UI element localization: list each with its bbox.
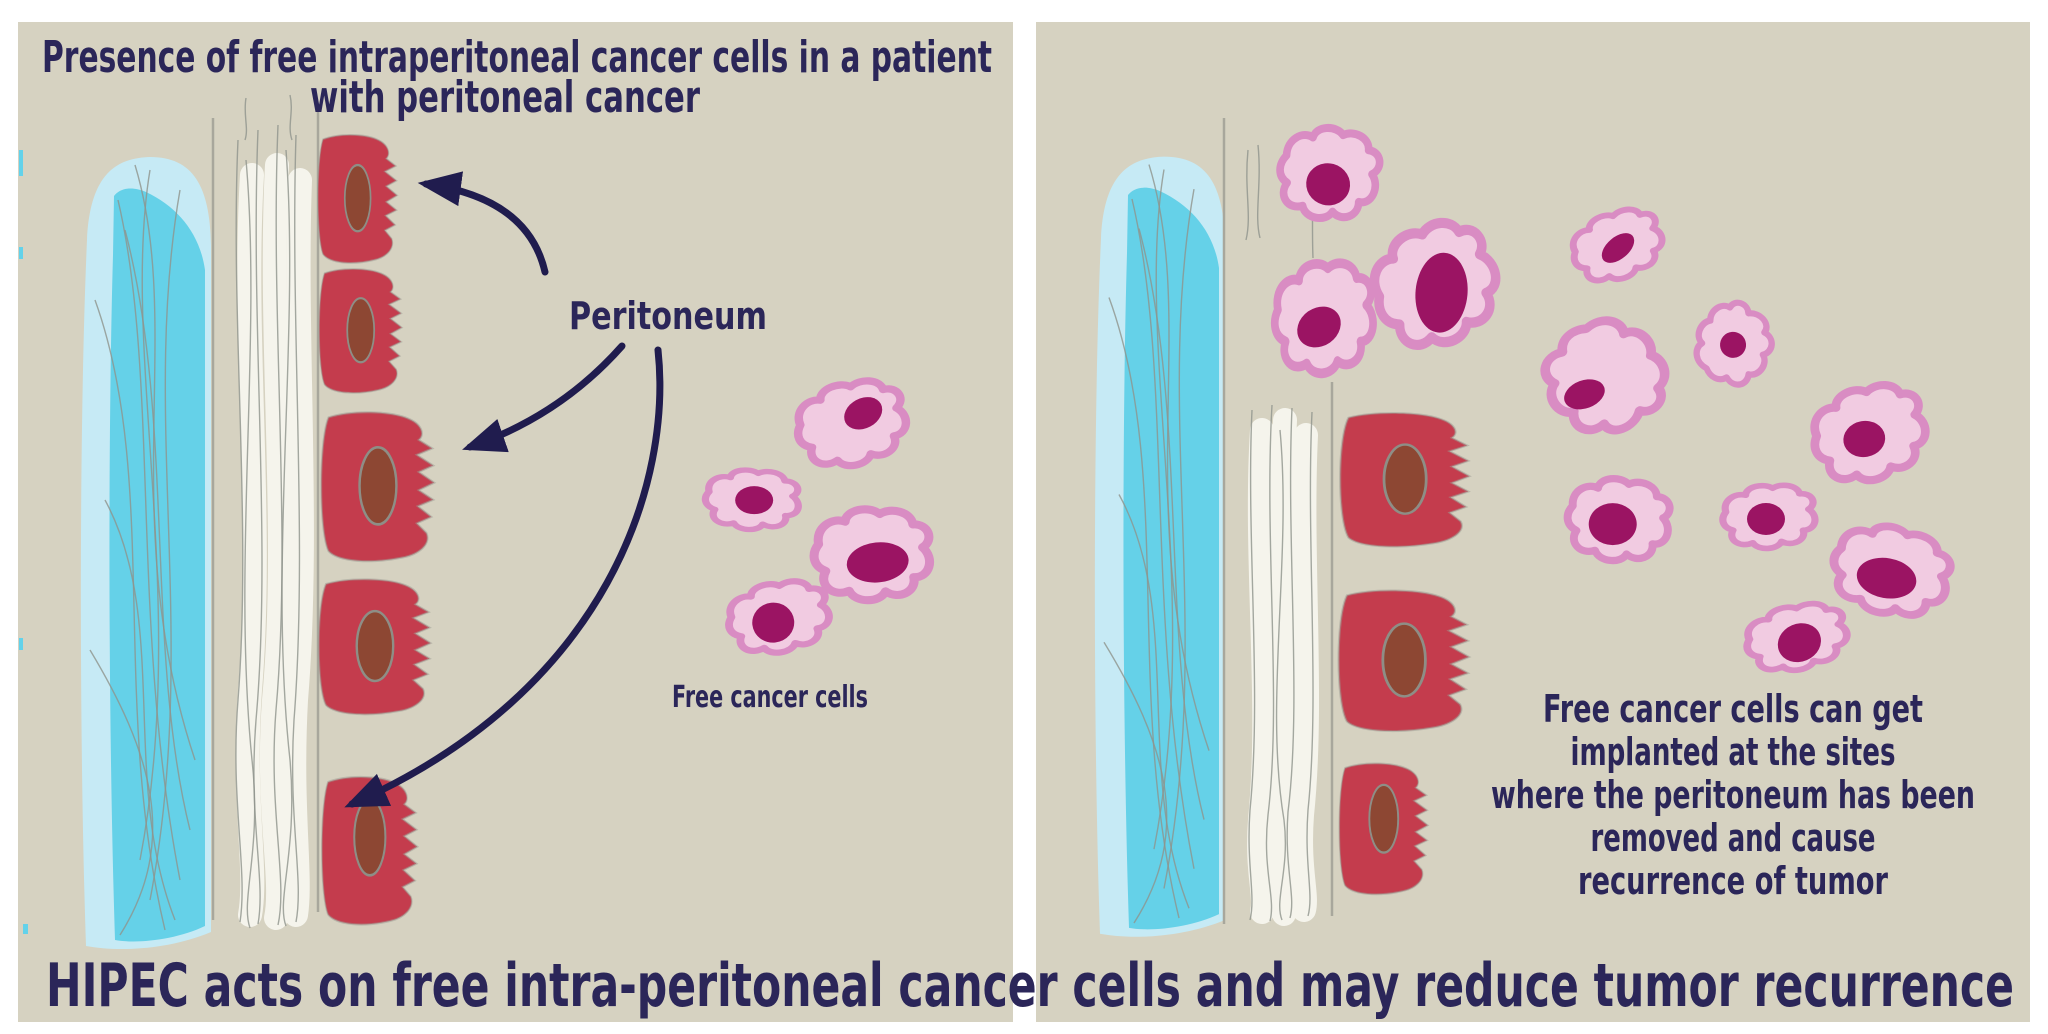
peritoneum-membrane-right <box>1094 118 1334 938</box>
free-cancer-cell <box>811 505 933 604</box>
right-caption-line-4: removed and cause <box>1591 816 1876 860</box>
attached-tumor-cell <box>320 411 436 563</box>
peritoneum-arrow-middle <box>462 342 626 453</box>
fibrous-layer-right <box>1247 404 1320 926</box>
attached-tumor-cell <box>1338 762 1429 896</box>
peritoneum-arrows <box>344 171 664 808</box>
peritoneum-arrow-top <box>417 171 549 276</box>
free-cancer-cells-label: Free cancer cells <box>672 680 868 715</box>
attached-tumor-cell <box>316 133 399 264</box>
attached-tumor-cells <box>316 133 1471 926</box>
right-caption-line-5: recurrence of tumor <box>1578 859 1888 903</box>
peritoneum-label: Peritoneum <box>569 294 767 338</box>
free-cancer-cell <box>1565 202 1669 289</box>
free-cancer-cell <box>1359 210 1512 360</box>
free-cancer-cell <box>1806 379 1932 489</box>
free-cancer-cell <box>1742 599 1850 676</box>
left-title-line-2: with peritoneal cancer <box>310 72 700 123</box>
attached-tumor-cell <box>318 268 403 394</box>
free-cancer-cell <box>1275 263 1373 373</box>
free-cancer-cell <box>1822 512 1959 630</box>
free-cancer-cell <box>792 376 911 472</box>
footer-caption: HIPEC acts on free intra-peritoneal canc… <box>46 951 2014 1021</box>
right-caption-line-2: implanted at the sites <box>1571 730 1896 774</box>
attached-tumor-cell <box>1337 589 1471 733</box>
free-cancer-cell <box>703 466 801 533</box>
attached-tumor-cell <box>1339 411 1471 548</box>
peritoneum-arrow-bottom <box>344 346 664 808</box>
right-panel-caption: Free cancer cells can get implanted at t… <box>1491 687 1975 903</box>
free-cancer-cell <box>1723 485 1815 548</box>
free-cancer-cell <box>1528 302 1680 452</box>
left-title-line-1: Presence of free intraperitoneal cancer … <box>42 32 992 83</box>
free-cancer-cell <box>1681 291 1787 397</box>
fibrous-layer-left <box>235 94 314 930</box>
right-caption-line-1: Free cancer cells can get <box>1543 687 1923 731</box>
peritoneum-membrane-left <box>80 112 320 950</box>
free-cancer-cell <box>1270 117 1388 230</box>
free-cancer-cell <box>1561 471 1675 569</box>
free-cancer-cells <box>703 117 1959 676</box>
attached-tumor-cell <box>317 578 432 716</box>
free-cancer-cell <box>725 578 832 658</box>
cyan-edge-marks <box>19 150 28 934</box>
right-caption-line-3: where the peritoneum has been <box>1491 773 1975 817</box>
